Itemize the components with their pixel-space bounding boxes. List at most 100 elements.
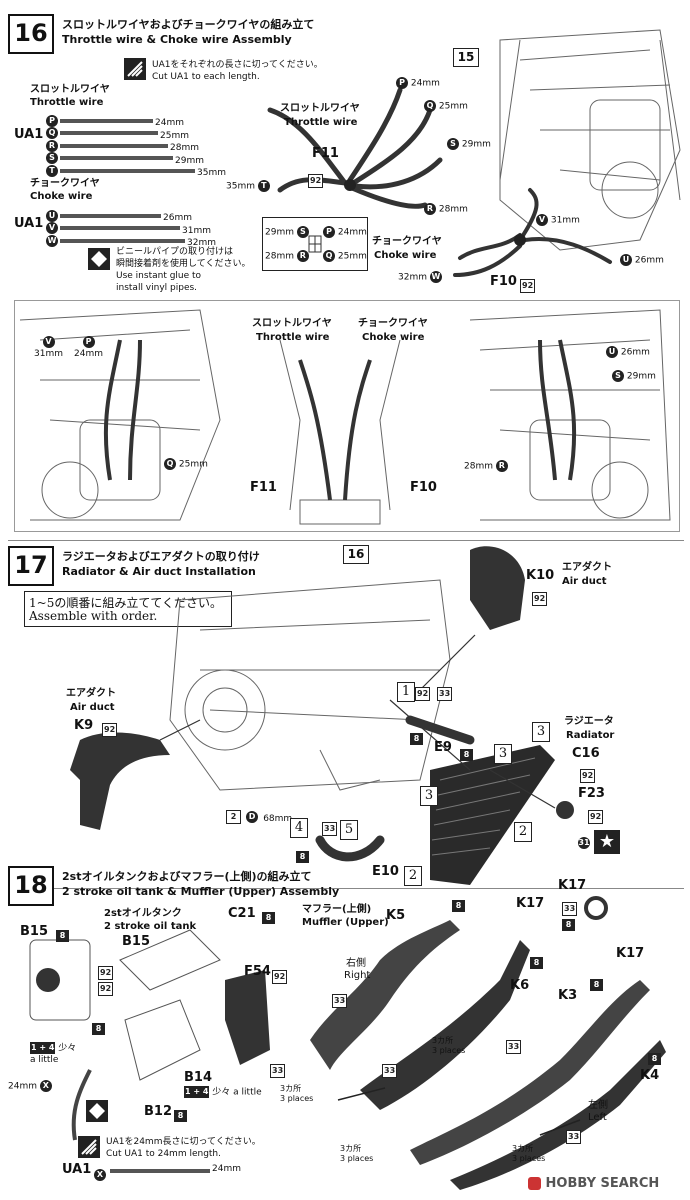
order-2b: 2 bbox=[404, 866, 422, 886]
throttle-len-p: 24mm bbox=[155, 118, 184, 128]
paint-33-k3: 33 bbox=[506, 1036, 522, 1055]
part-k10: K10 bbox=[526, 568, 555, 583]
callout-t: 35mm T bbox=[226, 180, 270, 193]
right-label-en: Right bbox=[344, 970, 371, 981]
paint-33-k6: 33 bbox=[382, 1060, 398, 1079]
paint-8-k6: 8 bbox=[530, 952, 543, 971]
paint-8-b12: 8 bbox=[174, 1105, 187, 1124]
throttle-wire-en: Throttle wire bbox=[30, 97, 104, 108]
paint-92-f54: 92 bbox=[272, 966, 288, 985]
left-label-en: Left bbox=[588, 1112, 607, 1123]
paint-92-b15b: 92 bbox=[98, 978, 114, 997]
paint-33-k4: 33 bbox=[566, 1126, 582, 1145]
ref-step-15: 15 bbox=[453, 48, 479, 67]
callout-w: 32mm W bbox=[398, 271, 442, 283]
choke-label-jp: チョークワイヤ bbox=[372, 236, 442, 247]
paint-8-k17a: 8 bbox=[452, 895, 465, 914]
throttle-letter-r: R bbox=[46, 139, 58, 152]
paint-8-e10: 8 bbox=[296, 846, 309, 865]
part-f11: F11 bbox=[312, 146, 339, 161]
left-label-jp: 左側 bbox=[588, 1100, 608, 1111]
part-k6: K6 bbox=[510, 978, 530, 993]
throttle-bar-r bbox=[60, 143, 168, 148]
part-b12: B12 bbox=[144, 1104, 172, 1119]
throttle-label-jp: スロットルワイヤ bbox=[280, 103, 360, 114]
glue-note-en2: install vinyl pipes. bbox=[116, 283, 198, 293]
radiator-en: Radiator bbox=[566, 730, 615, 741]
paint-92-c16: 92 bbox=[580, 765, 596, 784]
paint-8-k3: 8 bbox=[590, 974, 603, 993]
throttle-bar-q bbox=[60, 131, 158, 135]
throttle-len-r: 28mm bbox=[170, 143, 199, 153]
order-3b: 3 bbox=[532, 722, 550, 742]
choke-len-u: 26mm bbox=[163, 213, 192, 223]
tank-label-en: 2 stroke oil tank bbox=[104, 921, 197, 932]
air-duct-en-right: Air duct bbox=[562, 576, 607, 587]
throttle-bar-s bbox=[60, 156, 173, 160]
paint-33-e9: 33 bbox=[437, 683, 453, 702]
throttle-len-t: 35mm bbox=[197, 168, 226, 178]
step16-title-jp: スロットルワイヤおよびチョークワイヤの組み立て bbox=[62, 18, 315, 31]
divider-16-17 bbox=[8, 540, 684, 541]
order-3c: 3 bbox=[420, 786, 438, 806]
cut-note18-jp: UA1を24mm長さに切ってください。 bbox=[106, 1137, 261, 1147]
throttle-cut-r: R 28mm bbox=[46, 135, 199, 154]
throttle-letter-p: P bbox=[46, 114, 58, 127]
paint-8-e9a: 8 bbox=[410, 728, 423, 747]
choke-len-w: 32mm bbox=[187, 238, 216, 248]
air-duct-jp-right: エアダクト bbox=[562, 562, 612, 573]
step18-title-en: 2 stroke oil tank & Muffler (Upper) Asse… bbox=[62, 885, 340, 898]
choke-letter-w: W bbox=[46, 234, 58, 247]
step17-d-callout: 2 D 68mm bbox=[226, 806, 292, 825]
part-k17-c: K17 bbox=[616, 946, 645, 961]
x-callout: 24mm X bbox=[8, 1080, 52, 1093]
step18-title-jp: 2stオイルタンクおよびマフラー(上側)の組み立て bbox=[62, 870, 312, 883]
cut-bar-x bbox=[110, 1169, 210, 1173]
glue-icon bbox=[88, 248, 110, 270]
throttle-bar-t bbox=[60, 168, 195, 173]
ua1-label-18: UA1 bbox=[62, 1162, 92, 1177]
throttle-letter-s: S bbox=[46, 152, 58, 164]
callout-r: R 28mm bbox=[424, 203, 468, 216]
order-4: 4 bbox=[290, 818, 308, 838]
order-2a: 2 bbox=[514, 822, 532, 842]
detail-u: U 26mm bbox=[606, 346, 650, 359]
throttle-len-s: 29mm bbox=[175, 155, 204, 166]
radiator-drawing bbox=[70, 546, 616, 885]
paint-31: 31 bbox=[578, 836, 590, 849]
part-k4: K4 bbox=[640, 1068, 660, 1083]
radiator-jp: ラジエータ bbox=[564, 716, 614, 727]
paint-8-c21: 8 bbox=[262, 907, 275, 926]
choke-wire-jp: チョークワイヤ bbox=[30, 178, 100, 189]
part-f10: F10 bbox=[490, 274, 517, 289]
detail-r: 28mm R bbox=[464, 460, 508, 473]
callout-s: S 29mm bbox=[447, 138, 491, 151]
callout-p: P 24mm bbox=[396, 77, 440, 90]
detail-choke-jp: チョークワイヤ bbox=[358, 318, 428, 329]
tank-label-jp: 2stオイルタンク bbox=[104, 908, 182, 919]
paint-92-f10: 92 bbox=[520, 275, 536, 294]
paint-8-b15: 8 bbox=[56, 925, 69, 944]
part-k3: K3 bbox=[558, 988, 578, 1003]
muffler-label-jp: マフラー(上側) bbox=[302, 904, 372, 915]
part-f23: F23 bbox=[578, 786, 605, 801]
muffler-label-en: Muffler (Upper) bbox=[302, 917, 389, 928]
choke-bar-u bbox=[60, 213, 161, 218]
glue-note-jp1: ビニールパイプの取り付けは bbox=[116, 247, 234, 257]
choke-letter-v: V bbox=[46, 222, 58, 234]
throttle-label-en: Throttle wire bbox=[284, 117, 358, 128]
paint-92-f11: 92 bbox=[308, 170, 324, 189]
paint-92-b15a: 92 bbox=[98, 962, 114, 981]
glue-note-en1: Use instant glue to bbox=[116, 271, 202, 281]
part-f54: F54 bbox=[244, 964, 271, 979]
ua1-label-choke: UA1 bbox=[14, 216, 44, 231]
muffler-tank-drawing bbox=[29, 896, 666, 1190]
step-number-18: 18 bbox=[8, 866, 54, 906]
air-duct-jp-left: エアダクト bbox=[66, 688, 116, 699]
